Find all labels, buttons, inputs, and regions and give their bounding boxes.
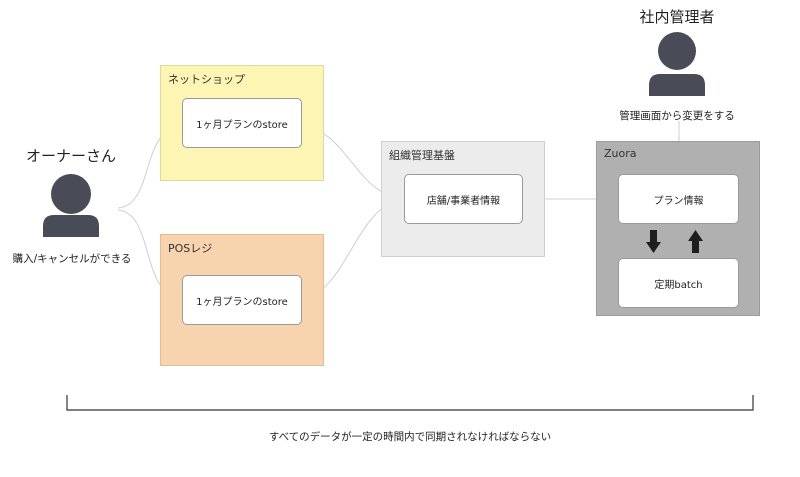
- zuora-group-title: Zuora: [604, 147, 637, 160]
- owner-name: オーナーさん: [25, 147, 116, 165]
- zuora-plan-card: プラン情報: [618, 174, 739, 224]
- netshop-store-card: 1ヶ月プランのstore: [182, 98, 302, 148]
- netshop-group-title: ネットショップ: [168, 73, 245, 86]
- zuora-plan-card-label: プラン情報: [653, 195, 704, 207]
- zuora-batch-card-label: 定期batch: [654, 279, 703, 291]
- pos-store-card-label: 1ヶ月プランのstore: [196, 296, 288, 308]
- pos-store-card: 1ヶ月プランのstore: [182, 275, 302, 325]
- zuora-batch-card: 定期batch: [618, 258, 739, 308]
- admin-caption: 管理画面から変更をする: [619, 110, 735, 122]
- org-group-title: 組織管理基盤: [389, 149, 455, 162]
- netshop-store-card-label: 1ヶ月プランのstore: [196, 119, 288, 131]
- org-info-card-label: 店舗/事業者情報: [426, 195, 501, 207]
- sync-requirement-note: すべてのデータが一定の時間内で同期されなければならない: [268, 431, 552, 443]
- pos-group-title: POSレジ: [168, 242, 213, 255]
- owner-caption: 購入/キャンセルができる: [12, 253, 132, 265]
- org-info-card: 店舗/事業者情報: [404, 174, 523, 224]
- admin-name: 社内管理者: [639, 8, 715, 26]
